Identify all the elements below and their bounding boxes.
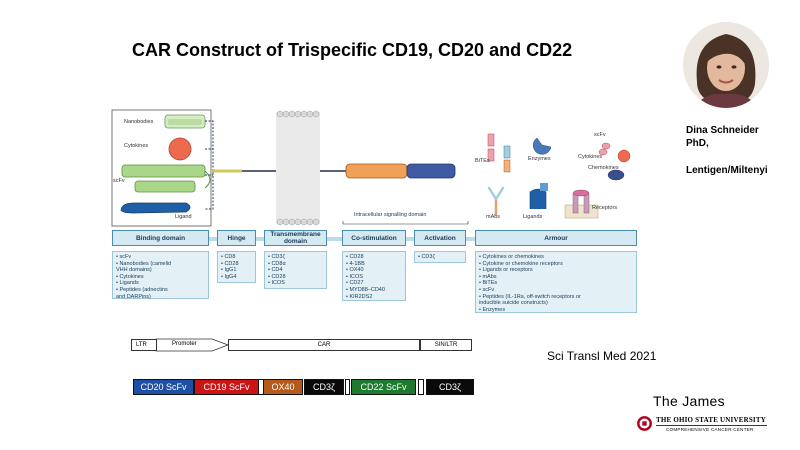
vector-promoter: Promoter [172,341,197,347]
segment-cd3z-2: CD3ζ [426,379,474,395]
ligands-icon [529,183,548,209]
hinge-list: • CD8• CD28• IgG1• IgG4 [217,251,256,283]
scfv-icon [121,164,206,178]
ligand-icon [120,202,191,214]
cytokine-icon [168,137,192,161]
binding-panel-frame [111,109,212,227]
header-transmembrane: Transmembrane domain [264,230,327,246]
header-activation: Activation [414,230,466,246]
chemokines-icon [607,169,625,181]
intracellular-label: Intracellular signalling domain [354,212,427,218]
linker [418,379,424,395]
brand-name: The James [653,393,725,409]
mabs-label: mAbs [486,214,501,220]
chemokines-label: Chemokines [588,165,619,171]
header-binding-domain: Binding domain [112,230,209,246]
enzymes-label: Enzymes [528,156,551,162]
receptors-icon [564,189,599,219]
segment-cd3z-1: CD3ζ [304,379,344,395]
slide-title: CAR Construct of Trispecific CD19, CD20 … [132,40,573,60]
ligands-armour-label: Ligands [523,214,543,220]
cell-membrane [276,110,320,226]
armour-list: • Cytokines or chemokines• Cytokine or c… [475,251,637,313]
scfv-label: scFv [113,178,125,184]
cytokines-armour-label: Cytokines [578,154,603,160]
activation-list: • CD3ζ [414,251,466,263]
vector-car: CAR [228,339,420,351]
cytokines-label: Cytokines [124,143,149,149]
person-portrait-icon [683,22,769,108]
speaker-photo [683,22,769,108]
bites-label: BiTEs [475,158,490,164]
cd3z-domain [406,163,456,179]
segment-ox40: OX40 [263,379,303,395]
vector-sin-ltr: SIN/LTR [420,339,472,351]
scfv-armour-label: scFv [594,132,606,138]
segment-cd19-scfv: CD19 ScFv [194,379,259,395]
citation: Sci Transl Med 2021 [547,349,657,363]
speaker-info: Dina Schneider PhD, Lentigen/Miltenyi [686,124,768,177]
header-hinge: Hinge [217,230,256,246]
binding-domain-list: • scFv• Nanobodies (camelid VHH domains)… [112,251,209,300]
cytokines-armour-icon [617,149,631,163]
cancer-center-name: COMPREHENSIVE CANCER CENTER [666,427,754,432]
bites-icon [487,133,511,173]
linker [345,379,350,395]
speaker-name: Dina Schneider [686,125,759,136]
vector-ltr: LTR [131,339,157,351]
osu-logo-icon [637,416,652,431]
nanobodies-label: Nanobodies [124,119,154,125]
costimulation-list: • CD28• 4-1BB• OX40• ICOS• CD27• MYD88–C… [342,251,406,301]
segment-cd22-scfv: CD22 ScFv [351,379,416,395]
costim-domain [345,163,408,179]
segment-cd20-scfv: CD20 ScFv [133,379,194,395]
scfv-armour-icon [601,142,611,150]
linker [259,379,263,395]
speaker-affiliation: Lentigen/Miltenyi [686,165,768,176]
receptors-label: Receptors [592,205,618,211]
transmembrane-list: • CD3ζ• CD8α• CD4• CD28• ICOS [264,251,327,289]
enzymes-icon [532,137,552,155]
header-armour: Armour [475,230,637,246]
mabs-icon [487,186,505,216]
logo-divider [656,425,767,426]
header-costimulation: Co-stimulation [342,230,406,246]
speaker-degree: PhD, [686,138,709,149]
university-name: THE OHIO STATE UNIVERSITY [656,416,766,424]
ligand-label: Ligand [175,214,192,220]
